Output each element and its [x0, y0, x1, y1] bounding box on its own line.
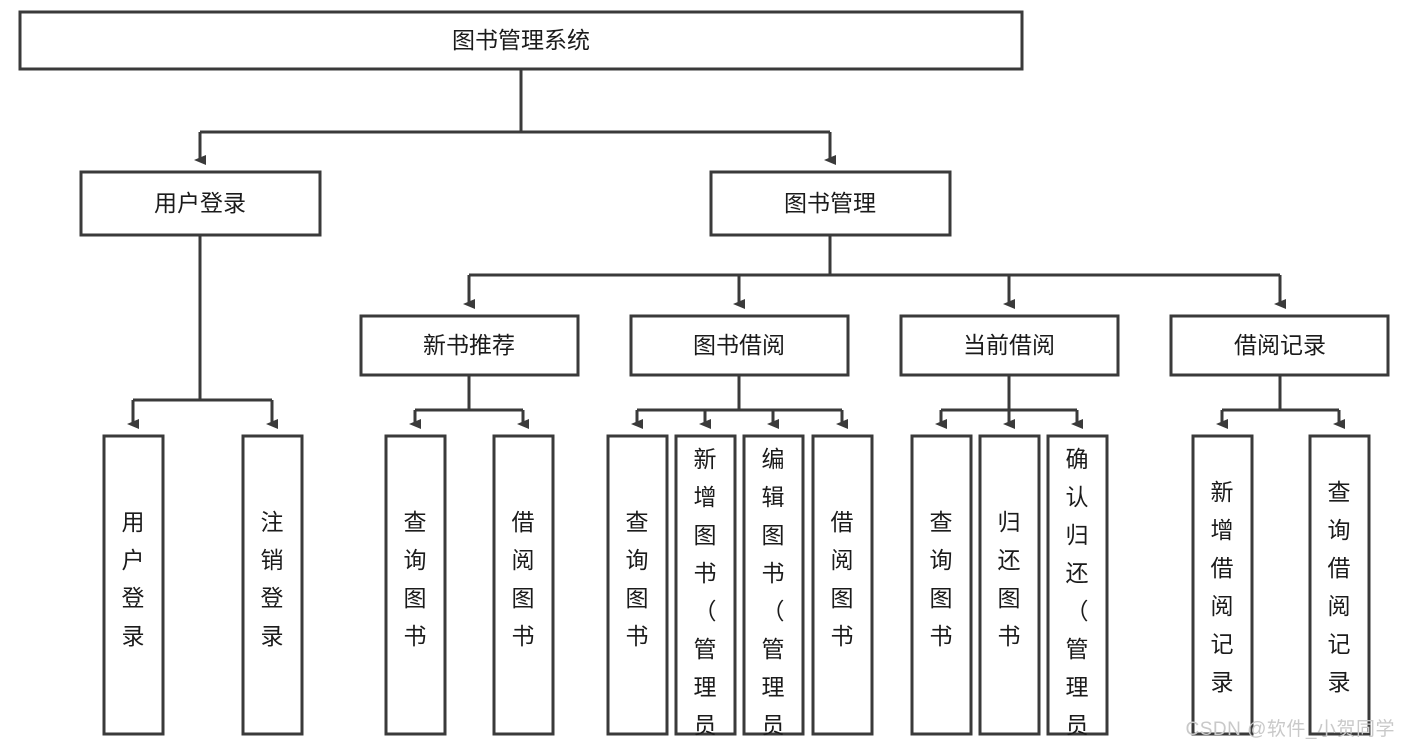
node-root-label: 图书管理系统 [452, 27, 590, 53]
node-leaf-return-book-label: 归还图书 [998, 509, 1021, 649]
node-leaf-confirm-return[interactable]: 确认归还（管理员） [1046, 434, 1109, 747]
node-user-login[interactable]: 用户登录 [79, 170, 322, 237]
node-borrow-record[interactable]: 借阅记录 [1169, 314, 1390, 377]
node-leaf-add-record-label: 新增借阅记录 [1211, 479, 1234, 695]
node-leaf-confirm-return-label: 确认归还（管理员） [1066, 446, 1089, 747]
edges-userlogin-to-leaves [133, 235, 278, 424]
node-leaf-borrow-book-2-label: 借阅图书 [831, 509, 854, 649]
node-leaf-add-book-label: 新增图书（管理员） [694, 446, 717, 747]
node-current-borrow[interactable]: 当前借阅 [899, 314, 1120, 377]
node-book-manage-label: 图书管理 [784, 190, 876, 216]
node-new-book-rec-label: 新书推荐 [423, 332, 515, 358]
node-leaf-user-login[interactable]: 用户登录 [102, 434, 165, 736]
node-leaf-add-book[interactable]: 新增图书（管理员） [674, 434, 737, 747]
edges-bookborrow-to-leaves [637, 375, 848, 424]
node-leaf-query-book-3[interactable]: 查询图书 [910, 434, 973, 736]
node-current-borrow-label: 当前借阅 [963, 332, 1055, 358]
edges-currentborrow-to-leaves [941, 375, 1083, 424]
node-new-book-rec[interactable]: 新书推荐 [359, 314, 580, 377]
node-leaf-query-book-2-label: 查询图书 [626, 509, 649, 649]
node-leaf-query-record[interactable]: 查询借阅记录 [1308, 434, 1371, 736]
node-leaf-edit-book-label: 编辑图书（管理员） [762, 446, 785, 747]
edges-borrowrecord-to-leaves [1222, 375, 1345, 424]
edges-newbook-to-leaves [415, 375, 529, 424]
node-leaf-query-record-label: 查询借阅记录 [1328, 479, 1351, 695]
node-user-login-label: 用户登录 [154, 190, 246, 216]
node-leaf-add-record[interactable]: 新增借阅记录 [1191, 434, 1254, 736]
edges-bookmanage-to-level3 [469, 235, 1286, 304]
node-book-borrow[interactable]: 图书借阅 [629, 314, 850, 377]
node-leaf-edit-book[interactable]: 编辑图书（管理员） [742, 434, 805, 747]
node-book-borrow-label: 图书借阅 [693, 332, 785, 358]
node-leaf-user-logout-label: 注销登录 [261, 509, 284, 649]
node-leaf-query-book-1-label: 查询图书 [404, 509, 427, 649]
csdn-watermark: CSDN @软件_小贺同学 [1185, 719, 1395, 740]
node-leaf-query-book-2[interactable]: 查询图书 [606, 434, 669, 736]
node-leaf-borrow-book-1[interactable]: 借阅图书 [492, 434, 555, 736]
node-leaf-borrow-book-1-label: 借阅图书 [512, 509, 535, 649]
node-leaf-query-book-3-label: 查询图书 [930, 509, 953, 649]
node-leaf-user-login-label: 用户登录 [122, 509, 145, 649]
node-leaf-return-book[interactable]: 归还图书 [978, 434, 1041, 736]
edges-root-to-level2 [200, 69, 836, 160]
node-leaf-borrow-book-2[interactable]: 借阅图书 [811, 434, 874, 736]
node-leaf-query-book-1[interactable]: 查询图书 [384, 434, 447, 736]
node-leaf-user-logout[interactable]: 注销登录 [241, 434, 304, 736]
node-borrow-record-label: 借阅记录 [1234, 332, 1326, 358]
node-root[interactable]: 图书管理系统 [18, 10, 1024, 71]
node-book-manage[interactable]: 图书管理 [709, 170, 952, 237]
